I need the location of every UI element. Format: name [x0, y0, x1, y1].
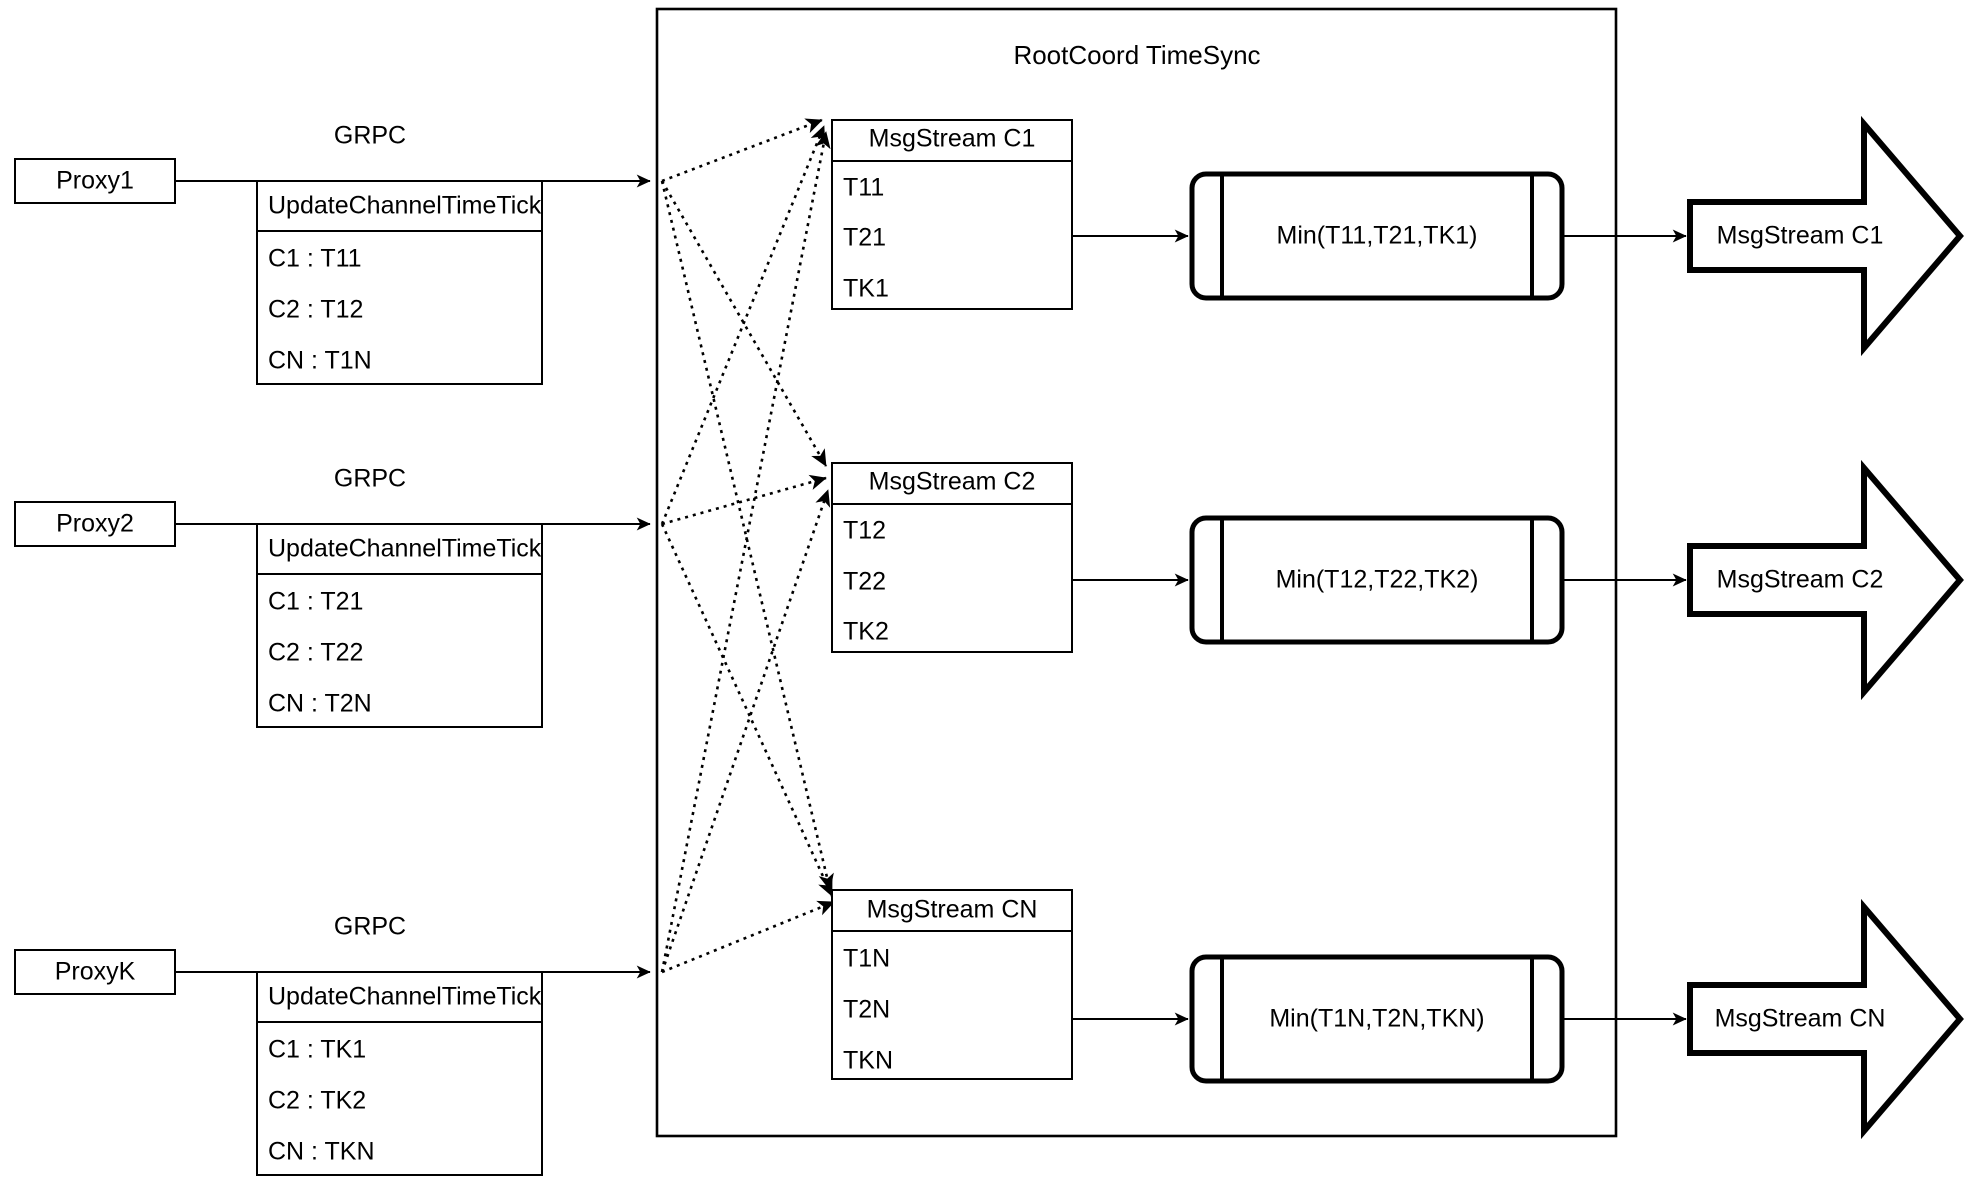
process-label-1: Min(T11,T21,TK1) [1276, 221, 1478, 250]
rootcoord-title: RootCoord TimeSync [1013, 40, 1261, 70]
dotted-link-1-3 [660, 180, 834, 891]
msgstream-title-1: MsgStream C1 [868, 124, 1036, 153]
timetick-row-3-1: C1 : TK1 [268, 1035, 367, 1064]
proxy-label-3: ProxyK [54, 957, 136, 986]
timetick-row-2-3: CN : T2N [268, 689, 372, 718]
msgstream-row-3-2: T2N [843, 995, 891, 1024]
msgstream-title-3: MsgStream CN [866, 895, 1038, 924]
proxy-label-2: Proxy2 [56, 509, 134, 538]
dotted-link-3-1 [660, 131, 831, 973]
msgstream-row-1-2: T21 [843, 223, 887, 252]
grpc-label-1: GRPC [333, 121, 407, 150]
msgstream-row-2-3: TK2 [843, 617, 889, 646]
output-label-2: MsgStream C2 [1716, 565, 1884, 594]
output-label-3: MsgStream CN [1714, 1004, 1886, 1033]
msgstream-row-1-1: T11 [843, 173, 885, 202]
dotted-link-1-1 [661, 118, 823, 183]
dotted-link-3-3 [661, 900, 835, 974]
timetick-row-1-1: C1 : T11 [268, 244, 362, 273]
dotted-link-2-2 [661, 474, 827, 526]
msgstream-row-1-3: TK1 [843, 274, 889, 303]
timetick-row-2-2: C2 : T22 [268, 638, 364, 667]
output-label-1: MsgStream C1 [1716, 221, 1884, 250]
msgstream-row-3-1: T1N [843, 944, 891, 973]
dotted-link-1-2 [660, 180, 828, 467]
process-label-2: Min(T12,T22,TK2) [1275, 565, 1479, 594]
timetick-title-1: UpdateChannelTimeTick [268, 191, 542, 220]
timetick-row-1-2: C2 : T12 [268, 295, 364, 324]
msgstream-row-2-2: T22 [843, 567, 887, 596]
dotted-link-3-2 [660, 489, 831, 973]
timetick-title-3: UpdateChannelTimeTick [268, 982, 542, 1011]
dotted-link-2-1 [660, 125, 826, 525]
timetick-row-3-3: CN : TKN [268, 1137, 375, 1166]
dotted-link-2-3 [660, 523, 834, 897]
timetick-title-2: UpdateChannelTimeTick [268, 534, 542, 563]
msgstream-title-2: MsgStream C2 [868, 467, 1036, 496]
msgstream-row-2-1: T12 [843, 516, 887, 545]
process-label-3: Min(T1N,T2N,TKN) [1269, 1004, 1485, 1033]
timetick-row-2-1: C1 : T21 [268, 587, 364, 616]
timetick-row-3-2: C2 : TK2 [268, 1086, 367, 1115]
grpc-label-3: GRPC [333, 912, 407, 941]
msgstream-row-3-3: TKN [843, 1046, 893, 1075]
timetick-row-1-3: CN : T1N [268, 346, 372, 375]
proxy-label-1: Proxy1 [56, 166, 134, 195]
grpc-label-2: GRPC [333, 464, 407, 493]
